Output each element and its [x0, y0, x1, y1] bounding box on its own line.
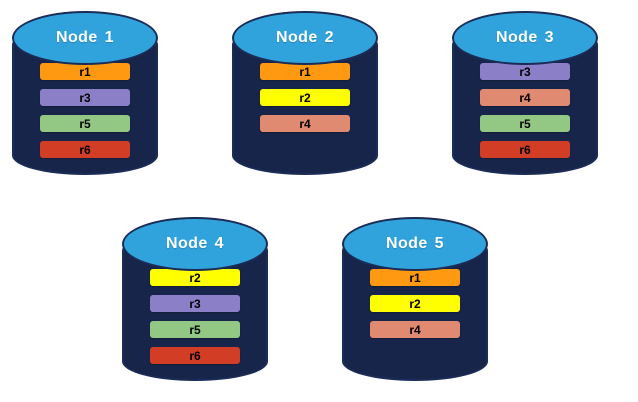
record-bar-r4[interactable]: r4 — [370, 321, 460, 338]
node-label: Node 3 — [496, 29, 554, 47]
record-list: r3 r4 r5 r6 — [480, 63, 570, 158]
record-list: r1 r2 r4 — [370, 269, 460, 338]
node-label-name: Node — [386, 235, 428, 252]
cylinder-top-disc: Node 1 — [12, 11, 158, 65]
record-bar-r3[interactable]: r3 — [150, 295, 240, 312]
database-node-5[interactable]: r1 r2 r4 Node 5 — [342, 211, 488, 391]
node-label-name: Node — [166, 235, 208, 252]
record-bar-r6[interactable]: r6 — [40, 141, 130, 158]
node-label-number: 4 — [214, 235, 224, 252]
record-bar-r1[interactable]: r1 — [40, 63, 130, 80]
database-node-4[interactable]: r2 r3 r5 r6 Node 4 — [122, 211, 268, 391]
node-label: Node 1 — [56, 29, 114, 47]
node-label: Node 2 — [276, 29, 334, 47]
record-bar-r4[interactable]: r4 — [260, 115, 350, 132]
record-list: r2 r3 r5 r6 — [150, 269, 240, 364]
record-bar-r1[interactable]: r1 — [370, 269, 460, 286]
record-bar-r5[interactable]: r5 — [150, 321, 240, 338]
record-bar-r5[interactable]: r5 — [480, 115, 570, 132]
database-node-3[interactable]: r3 r4 r5 r6 Node 3 — [452, 5, 598, 185]
database-node-2[interactable]: r1 r2 r4 Node 2 — [232, 5, 378, 185]
node-label-number: 2 — [324, 29, 334, 46]
record-bar-r3[interactable]: r3 — [40, 89, 130, 106]
record-bar-r3[interactable]: r3 — [480, 63, 570, 80]
node-label-number: 3 — [544, 29, 554, 46]
cylinder-top-disc: Node 5 — [342, 217, 488, 271]
node-label-name: Node — [276, 29, 318, 46]
node-label-name: Node — [496, 29, 538, 46]
record-bar-r6[interactable]: r6 — [150, 347, 240, 364]
record-bar-r1[interactable]: r1 — [260, 63, 350, 80]
cylinder-top-disc: Node 3 — [452, 11, 598, 65]
node-label: Node 5 — [386, 235, 444, 253]
node-label-name: Node — [56, 29, 98, 46]
record-bar-r4[interactable]: r4 — [480, 89, 570, 106]
record-list: r1 r3 r5 r6 — [40, 63, 130, 158]
record-bar-r5[interactable]: r5 — [40, 115, 130, 132]
cylinder-top-disc: Node 4 — [122, 217, 268, 271]
record-bar-r2[interactable]: r2 — [260, 89, 350, 106]
cylinder-top-disc: Node 2 — [232, 11, 378, 65]
database-node-1[interactable]: r1 r3 r5 r6 Node 1 — [12, 5, 158, 185]
node-label-number: 1 — [104, 29, 114, 46]
record-bar-r2[interactable]: r2 — [150, 269, 240, 286]
node-label-number: 5 — [434, 235, 444, 252]
record-bar-r6[interactable]: r6 — [480, 141, 570, 158]
record-bar-r2[interactable]: r2 — [370, 295, 460, 312]
record-list: r1 r2 r4 — [260, 63, 350, 132]
node-label: Node 4 — [166, 235, 224, 253]
